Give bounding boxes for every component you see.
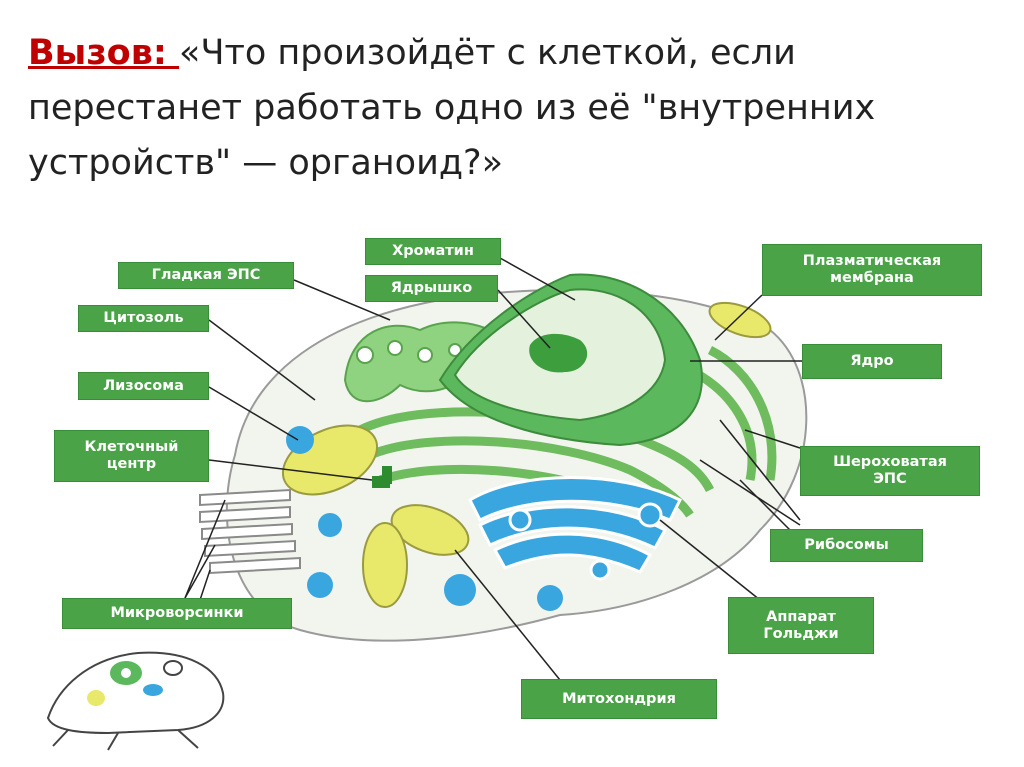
heading-prefix: Вызов: xyxy=(28,33,180,73)
label-nucleolus: Ядрышко xyxy=(365,275,498,302)
label-golgi: Аппарат Гольджи xyxy=(728,597,874,654)
label-smooth-er: Гладкая ЭПС xyxy=(118,262,294,289)
microvilli-shape xyxy=(199,488,301,575)
lysosome-shapes xyxy=(286,426,563,611)
heading-question: «Что произойдёт с клеткой, если перестан… xyxy=(28,33,876,183)
label-nucleus: Ядро xyxy=(802,344,942,379)
label-plasma-membrane: Плазматическая мембрана xyxy=(762,244,982,296)
golgi-shape xyxy=(468,476,683,581)
label-pointer-lines xyxy=(184,257,802,681)
label-chromatin: Хроматин xyxy=(365,238,501,265)
smooth-er-shape xyxy=(343,321,510,403)
nucleolus-shape xyxy=(529,333,588,373)
frog-icon xyxy=(46,651,225,751)
label-mitochondrion: Митохондрия xyxy=(521,679,717,719)
slide-heading: Вызов: «Что произойдёт с клеткой, если п… xyxy=(28,26,988,191)
nucleus-shape xyxy=(438,273,703,447)
label-lysosome: Лизосома xyxy=(78,372,209,400)
centriole-shape xyxy=(372,466,392,488)
label-rough-er: Шероховатая ЭПС xyxy=(800,446,980,496)
label-cell-center: Клеточный центр xyxy=(54,430,209,482)
label-cytosol: Цитозоль xyxy=(78,305,209,332)
label-ribosomes: Рибосомы xyxy=(770,529,923,562)
label-microvilli: Микроворсинки xyxy=(62,598,292,629)
